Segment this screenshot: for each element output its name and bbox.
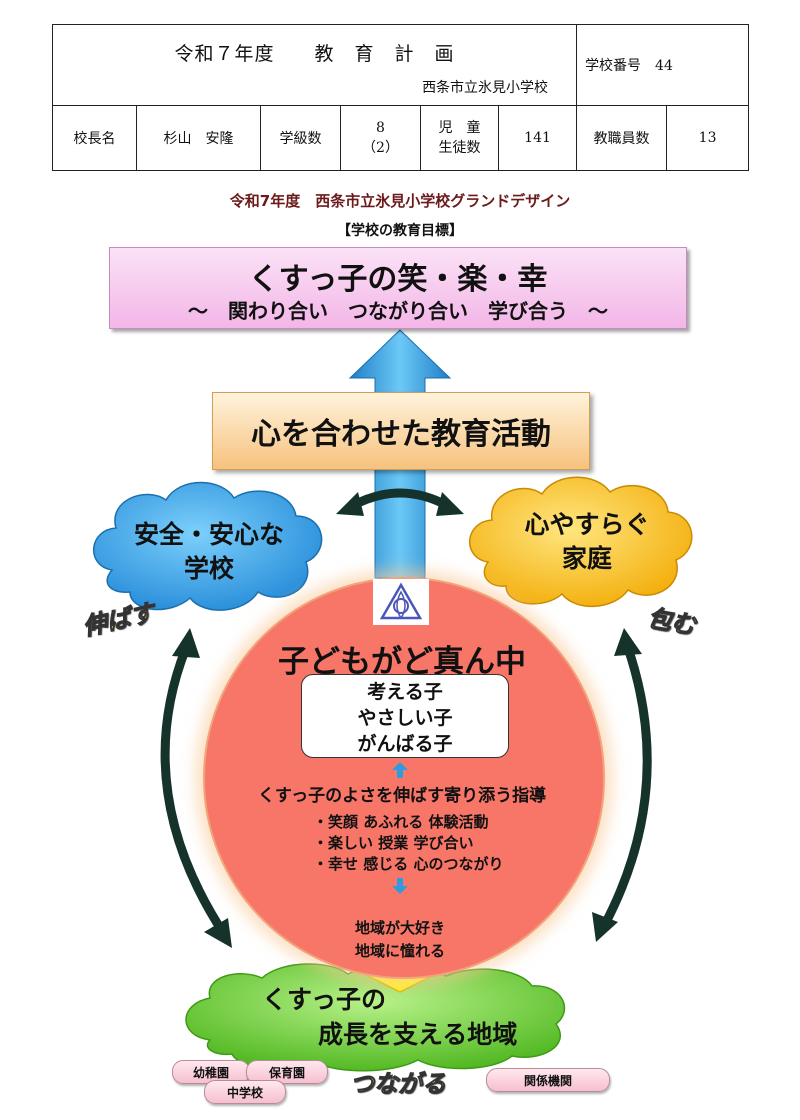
heart-line-2: 地域に憧れる — [354, 942, 445, 960]
home-cloud-text: 心やすらぐ 家庭 — [490, 508, 684, 576]
home-cloud-line-2: 家庭 — [561, 544, 612, 573]
staff-count: 13 — [666, 105, 750, 171]
goal-label: 【学校の教育目標】 — [337, 223, 463, 239]
child-ideal-3: がんばる子 — [357, 733, 453, 755]
guidance-heading: くすっ子のよさを伸ばす寄り添う指導 — [257, 786, 547, 806]
header-table: 令和７年度 教 育 計 画 西条市立氷見小学校 学校番号 44 校長名 杉山 安… — [51, 24, 750, 171]
principal-label: 校長名 — [52, 105, 137, 171]
student-label-cell: 児 童 生徒数 — [420, 105, 499, 171]
org-nursery: 保育園 — [246, 1060, 328, 1084]
student-label-2: 生徒数 — [438, 140, 481, 156]
org-junior-high: 中学校 — [204, 1080, 286, 1104]
small-up-arrow-icon — [392, 762, 408, 778]
community-line-1: くすっ子の — [262, 985, 387, 1014]
home-cloud — [469, 476, 693, 607]
guidance-bullet-3: ・幸せ 感じる 心のつながり — [313, 855, 504, 873]
verb-tsunagaru: つながる — [350, 1070, 447, 1099]
cycle-arrows — [160, 488, 652, 939]
arrowheads — [172, 492, 642, 948]
class-count-cell: 8 （2） — [340, 105, 421, 171]
guidance-bullets: ・笑顔 あふれる 体験活動 ・楽しい 授業 学び合い ・幸せ 感じる 心のつなが… — [313, 812, 503, 875]
education-activity-box: 心を合わせた教育活動 — [212, 392, 590, 470]
guidance-bullet-1: ・笑顔 あふれる 体験活動 — [313, 813, 489, 831]
heart-line-1: 地域が大好き — [354, 919, 445, 937]
home-cloud-line-1: 心やすらぐ — [524, 510, 650, 539]
school-cloud-line-1: 安全・安心な — [133, 520, 284, 549]
child-ideal-2: やさしい子 — [357, 707, 453, 729]
goal-main: くすっ子の笑・楽・幸 — [248, 262, 548, 297]
small-down-arrow-icon — [392, 878, 408, 894]
class-count-sub: （2） — [362, 140, 399, 156]
student-count: 141 — [497, 105, 578, 171]
header-title-cell: 令和７年度 教 育 計 画 西条市立氷見小学校 — [51, 24, 578, 106]
guidance-bullet-2: ・楽しい 授業 学び合い — [313, 834, 474, 852]
center-circle — [203, 577, 605, 979]
school-number: 学校番号 44 — [576, 24, 750, 106]
principal-name: 杉山 安隆 — [136, 105, 261, 171]
plan-title: 令和７年度 教 育 計 画 — [174, 43, 455, 65]
goal-sub: ～ 関わり合い つながり合い 学び合う ～ — [188, 299, 608, 323]
grand-design-caption: 令和7年度 西条市立氷見小学校グランドデザイン — [229, 192, 571, 210]
school-cloud-text: 安全・安心な 学校 — [112, 518, 306, 586]
school-emblem-icon — [373, 579, 429, 625]
class-count-value: 8 — [376, 120, 385, 136]
school-cloud-line-2: 学校 — [183, 554, 234, 583]
school-name: 西条市立氷見小学校 — [422, 80, 549, 96]
child-ideal-1: 考える子 — [367, 681, 443, 703]
child-ideals-box: 考える子 やさしい子 がんばる子 — [301, 674, 509, 758]
community-line-2: 成長を支える地域 — [318, 1020, 518, 1049]
student-label-1: 児 童 — [438, 120, 481, 136]
staff-label: 教職員数 — [576, 105, 668, 171]
heart-text: 地域が大好き 地域に憧れる — [320, 917, 480, 963]
school-cloud — [93, 481, 323, 611]
org-related-agencies: 関係機関 — [486, 1068, 610, 1092]
education-goal-box: くすっ子の笑・楽・幸 ～ 関わり合い つながり合い 学び合う ～ — [109, 247, 687, 329]
